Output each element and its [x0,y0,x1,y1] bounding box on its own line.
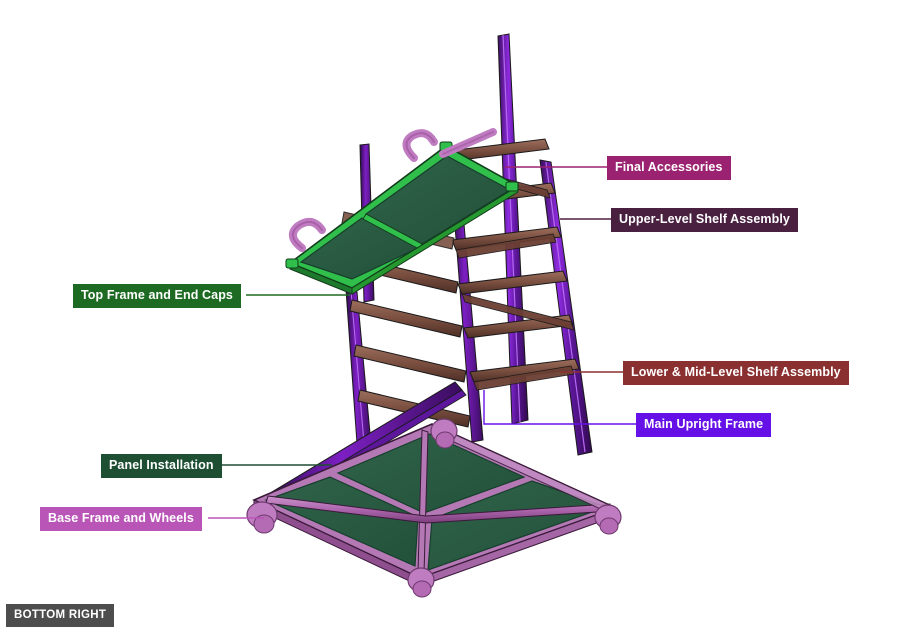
handle-rear-left[interactable] [402,129,438,162]
caster-rear-right[interactable] [594,504,622,535]
upright-right-front [539,159,593,456]
leader-lines [208,166,638,519]
caster-rear-top[interactable] [430,418,458,449]
handle-front-left[interactable] [288,217,326,252]
callout-main-upright-frame[interactable]: Main Upright Frame [636,413,772,437]
callout-panel-installation[interactable]: Panel Installation [101,454,222,478]
callout-final-accessories[interactable]: Final Accessories [607,156,731,180]
caster-front-left[interactable] [246,501,278,534]
handle-rear-right[interactable] [439,128,497,158]
callout-top-frame-and-end-caps[interactable]: Top Frame and End Caps [73,284,241,308]
upper-shelf-assembly[interactable] [285,141,520,295]
leader-main-upright-frame [483,390,638,425]
callout-base-frame-and-wheels[interactable]: Base Frame and Wheels [40,507,202,531]
callout-upper-level-shelf-assembly[interactable]: Upper-Level Shelf Assembly [611,208,798,232]
view-orientation-badge: BOTTOM RIGHT [6,604,115,627]
caster-front-bottom[interactable] [407,567,435,598]
callout-lower-mid-level-shelf-assembly[interactable]: Lower & Mid-Level Shelf Assembly [623,361,849,385]
base-frame-assembly[interactable] [252,423,619,587]
